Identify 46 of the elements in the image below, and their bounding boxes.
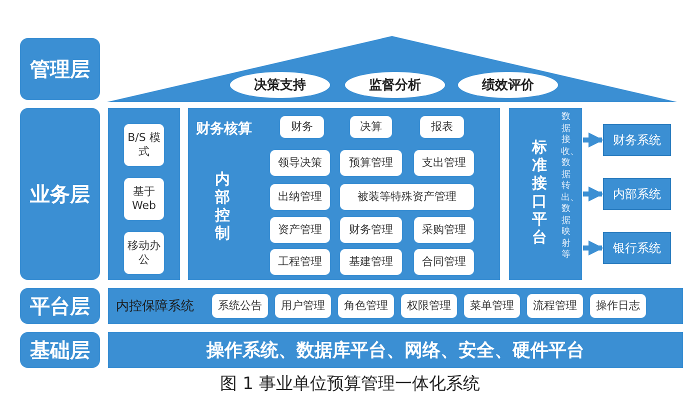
panel-heading: 财务核算 [196,120,252,138]
module-tile: 被装等特殊资产管理 [340,184,474,210]
mode-tile: 移动办公 [124,232,164,274]
module-tile: 用户管理 [275,294,331,318]
system-box: 银行系统 [603,232,671,264]
mode-tile: 基于 Web [124,178,164,220]
access-panel [108,108,180,280]
module-tile: 财务 [280,116,324,138]
module-tile: 领导决策 [270,150,330,176]
bar-heading: 内控保障系统 [116,298,194,315]
module-tile: 菜单管理 [464,294,520,318]
module-panel [188,108,500,280]
vertical-title: 标准接口平台 [531,138,548,246]
system-box: 内部系统 [603,178,671,210]
arrow [583,186,604,202]
module-tile: 合同管理 [414,249,474,275]
layer-label: 业务层 [20,108,100,280]
interface-panel [509,108,582,280]
module-tile: 出纳管理 [270,184,330,210]
roof-shape [107,36,677,102]
system-box: 财务系统 [603,124,671,156]
module-tile: 角色管理 [338,294,394,318]
module-tile: 权限管理 [401,294,457,318]
platform-bar [108,288,683,324]
module-tile: 资产管理 [270,217,330,243]
module-tile: 预算管理 [340,150,402,176]
layer-label: 管理层 [20,38,100,100]
module-tile: 支出管理 [414,150,474,176]
figure-caption: 图 1 事业单位预算管理一体化系统 [219,373,481,395]
module-tile: 财务管理 [340,217,402,243]
infrastructure-bar: 操作系统、数据库平台、网络、安全、硬件平台 [108,332,683,368]
module-tile: 操作日志 [590,294,646,318]
arrow [583,240,604,256]
vertical-title: 内部控制 [214,170,231,242]
module-tile: 采购管理 [414,217,474,243]
module-tile: 基建管理 [340,249,402,275]
vertical-note: 数据接收、数据转出、数据映射等 [561,112,571,262]
mode-tile: B/S 模式 [124,124,164,166]
module-tile: 工程管理 [270,249,330,275]
module-tile: 决算 [350,116,392,138]
module-tile: 系统公告 [212,294,268,318]
module-tile: 报表 [420,116,464,138]
arrow [583,132,604,148]
module-tile: 流程管理 [527,294,583,318]
layer-label: 基础层 [20,332,100,368]
layer-label: 平台层 [20,288,100,324]
